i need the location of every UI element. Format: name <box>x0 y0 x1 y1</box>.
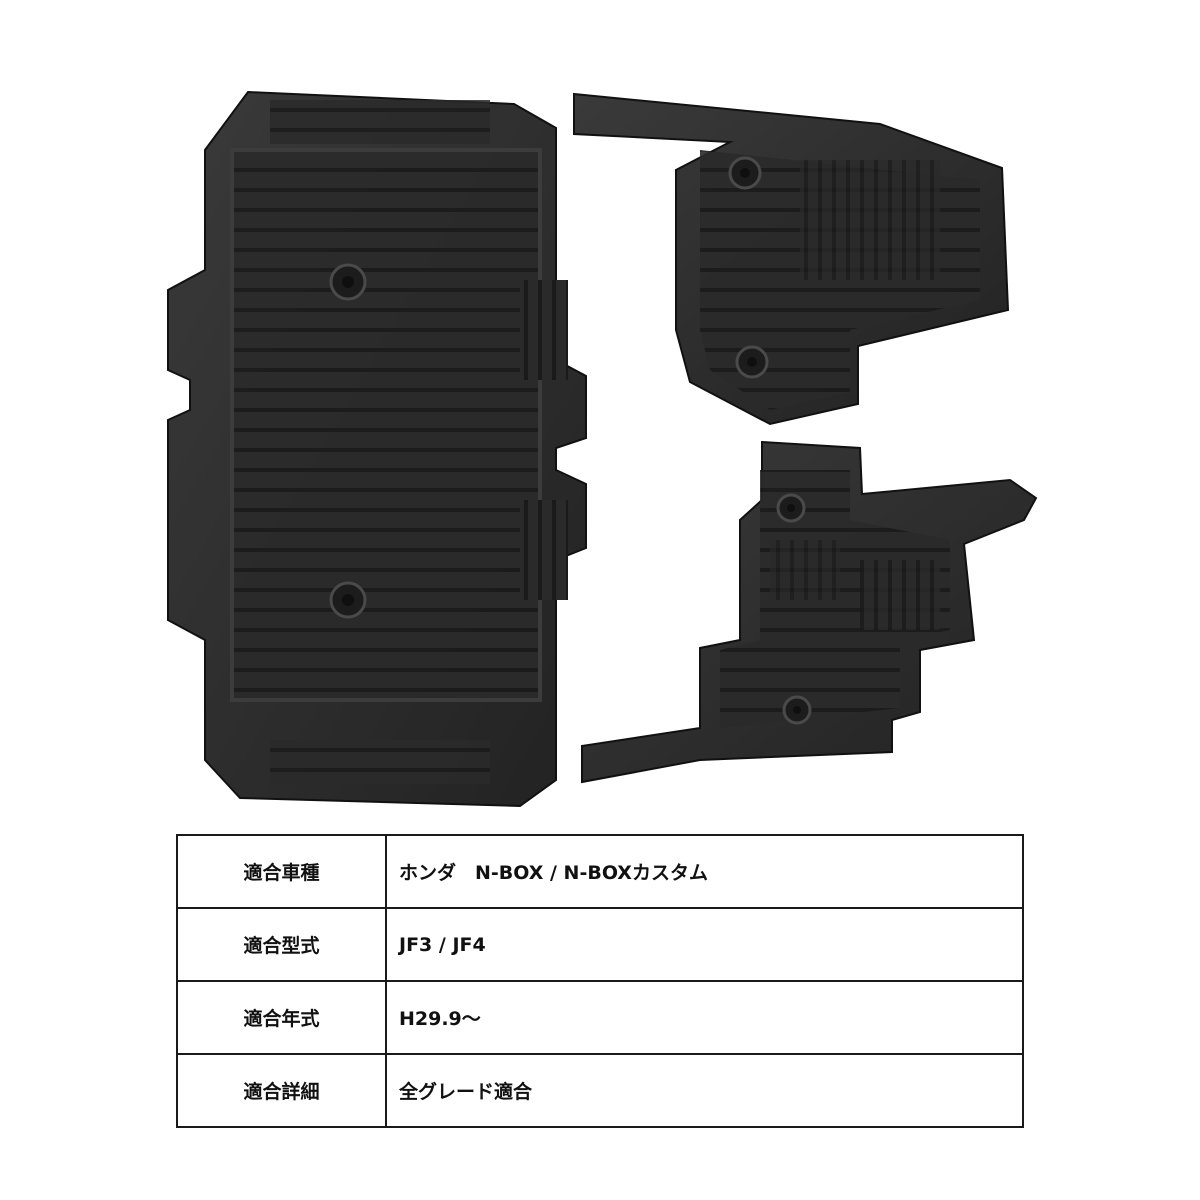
spec-row-type: 適合型式 JF3 / JF4 <box>176 907 1024 982</box>
spec-label-model: 適合車種 <box>176 834 387 909</box>
spec-value-type: JF3 / JF4 <box>385 907 1024 982</box>
spec-value-detail: 全グレード適合 <box>385 1053 1024 1128</box>
spec-label-year: 適合年式 <box>176 980 387 1055</box>
spec-value-model: ホンダ N-BOX / N-BOXカスタム <box>385 834 1024 909</box>
driver-floor-mat <box>581 440 1038 784</box>
spec-row-year: 適合年式 H29.9～ <box>176 980 1024 1055</box>
rear-floor-mat <box>167 90 587 808</box>
spec-label-detail: 適合詳細 <box>176 1053 387 1128</box>
front-passenger-floor-mat <box>573 92 1010 426</box>
spec-row-detail: 適合詳細 全グレード適合 <box>176 1053 1024 1128</box>
spec-label-type: 適合型式 <box>176 907 387 982</box>
product-photo <box>167 90 1038 808</box>
spec-row-model: 適合車種 ホンダ N-BOX / N-BOXカスタム <box>176 834 1024 909</box>
spec-value-year: H29.9～ <box>385 980 1024 1055</box>
spec-table: 適合車種 ホンダ N-BOX / N-BOXカスタム 適合型式 JF3 / JF… <box>176 834 1024 1128</box>
